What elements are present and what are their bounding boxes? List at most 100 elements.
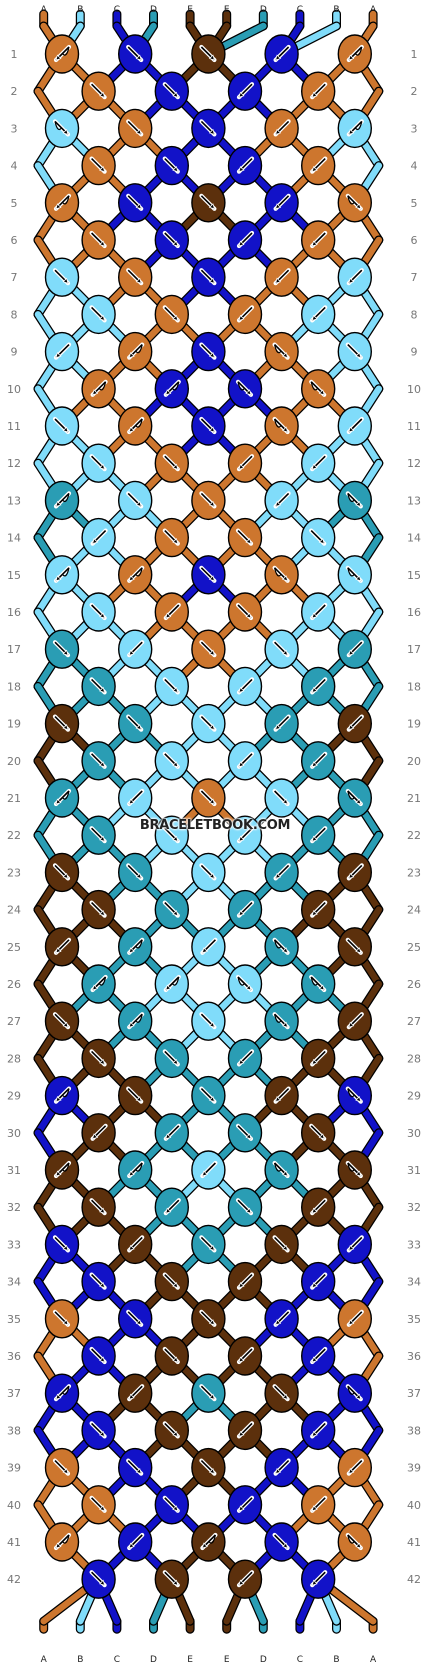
knot-arrowhead-icon — [165, 984, 172, 991]
row-number-left: 25 — [7, 941, 21, 954]
knot-hook-icon — [208, 1534, 216, 1544]
knot-arrowhead-icon — [208, 575, 215, 582]
row-number-right: 27 — [407, 1015, 421, 1028]
knot-hook-icon — [62, 1162, 70, 1172]
knot-arrowhead-icon — [92, 389, 99, 396]
knot-arrowhead-icon — [172, 1058, 179, 1065]
strand-label-bottom: B — [77, 1655, 83, 1665]
knot-arrowhead-icon — [311, 463, 318, 470]
row-number-right: 8 — [411, 308, 418, 321]
knot-arrowhead-icon — [201, 947, 208, 954]
knot-arrowhead-icon — [62, 1244, 69, 1251]
row-number-left: 29 — [7, 1090, 21, 1103]
row-number-right: 28 — [407, 1052, 421, 1065]
knot-arrowhead-icon — [99, 1430, 106, 1437]
knot-arrowhead-icon — [355, 798, 362, 805]
knot-hook-icon — [310, 381, 319, 391]
knot-arrowhead-icon — [311, 166, 318, 173]
knot-arrowhead-icon — [348, 1244, 355, 1251]
knot-arrowhead-icon — [135, 203, 142, 210]
knot-hook-icon — [62, 790, 70, 800]
knot-arrowhead-icon — [128, 1542, 135, 1549]
knot-arrowhead-icon — [208, 1021, 215, 1028]
knot-arrowhead-icon — [208, 1393, 215, 1400]
knot-arrowhead-icon — [128, 1393, 135, 1400]
knot-arrowhead-icon — [238, 91, 245, 98]
knot-arrowhead-icon — [275, 203, 282, 210]
knot-arrowhead-icon — [208, 277, 215, 284]
knot-hook-icon — [62, 1088, 70, 1098]
knot-arrowhead-icon — [172, 463, 179, 470]
knot-arrowhead-icon — [311, 1505, 318, 1512]
knot-arrowhead-icon — [128, 1170, 135, 1177]
knot-hook-icon — [274, 567, 282, 577]
row-number-right: 25 — [407, 941, 421, 954]
knot-arrowhead-icon — [99, 1505, 106, 1512]
knot-arrowhead-icon — [208, 500, 215, 507]
knot-arrowhead-icon — [348, 872, 355, 879]
row-number-right: 40 — [407, 1499, 421, 1512]
row-number-left: 36 — [7, 1350, 21, 1363]
knot-hook-icon — [135, 567, 143, 577]
row-number-left: 35 — [7, 1313, 21, 1326]
knot-arrowhead-icon — [355, 203, 362, 210]
row-number-left: 20 — [7, 755, 21, 768]
row-number-right: 6 — [411, 234, 418, 247]
knot-arrowhead-icon — [165, 389, 172, 396]
knot-arrowhead-icon — [99, 166, 106, 173]
knot-arrowhead-icon — [275, 277, 282, 284]
row-number-left: 34 — [7, 1276, 21, 1289]
row-number-left: 30 — [7, 1127, 21, 1140]
row-number-left: 14 — [7, 532, 21, 545]
row-number-left: 26 — [7, 978, 21, 991]
row-number-left: 3 — [11, 122, 18, 135]
strand-label-bottom: C — [114, 1655, 120, 1665]
knot-arrowhead-icon — [62, 426, 69, 433]
knot-hook-icon — [347, 790, 355, 800]
row-number-right: 23 — [407, 866, 421, 879]
knot-arrowhead-icon — [245, 1207, 252, 1214]
knot-hook-icon — [62, 567, 70, 577]
knot-arrowhead-icon — [238, 1505, 245, 1512]
knot-arrowhead-icon — [311, 314, 318, 321]
knot-arrowhead-icon — [318, 984, 325, 991]
knot-arrowhead-icon — [55, 203, 62, 210]
knot-arrowhead-icon — [135, 500, 142, 507]
knot-arrowhead-icon — [135, 872, 142, 879]
row-number-left: 16 — [7, 606, 21, 619]
row-number-right: 34 — [407, 1276, 421, 1289]
knot-arrowhead-icon — [318, 389, 325, 396]
row-number-right: 29 — [407, 1090, 421, 1103]
knot-arrowhead-icon — [275, 1468, 282, 1475]
knot-arrowhead-icon — [238, 1430, 245, 1437]
knot-arrowhead-icon — [172, 166, 179, 173]
knot-arrowhead-icon — [99, 91, 106, 98]
knot-arrowhead-icon — [128, 947, 135, 954]
knot-hook-icon — [347, 1534, 355, 1544]
row-number-right: 1 — [411, 48, 418, 61]
knot-arrowhead-icon — [62, 872, 69, 879]
knot-arrowhead-icon — [348, 1319, 355, 1326]
knot-arrowhead-icon — [311, 1430, 318, 1437]
knot-hook-icon — [135, 939, 143, 949]
knot-arrowhead-icon — [245, 538, 252, 545]
knot-hook-icon — [354, 121, 363, 131]
knot-arrowhead-icon — [172, 538, 179, 545]
knot-arrowhead-icon — [172, 761, 179, 768]
knot-arrowhead-icon — [135, 1096, 142, 1103]
row-number-right: 15 — [407, 569, 421, 582]
row-number-right: 20 — [407, 755, 421, 768]
strand-label-top: C — [297, 5, 303, 15]
knot-hook-icon — [347, 567, 355, 577]
knot-arrowhead-icon — [99, 612, 106, 619]
knot-arrowhead-icon — [238, 910, 245, 917]
knot-arrowhead-icon — [99, 1282, 106, 1289]
strand-label-top: D — [260, 5, 267, 15]
knot-arrowhead-icon — [135, 724, 142, 731]
row-number-left: 28 — [7, 1052, 21, 1065]
knot-arrowhead-icon — [208, 1468, 215, 1475]
knot-arrowhead-icon — [282, 1021, 289, 1028]
knot-arrowhead-icon — [275, 872, 282, 879]
